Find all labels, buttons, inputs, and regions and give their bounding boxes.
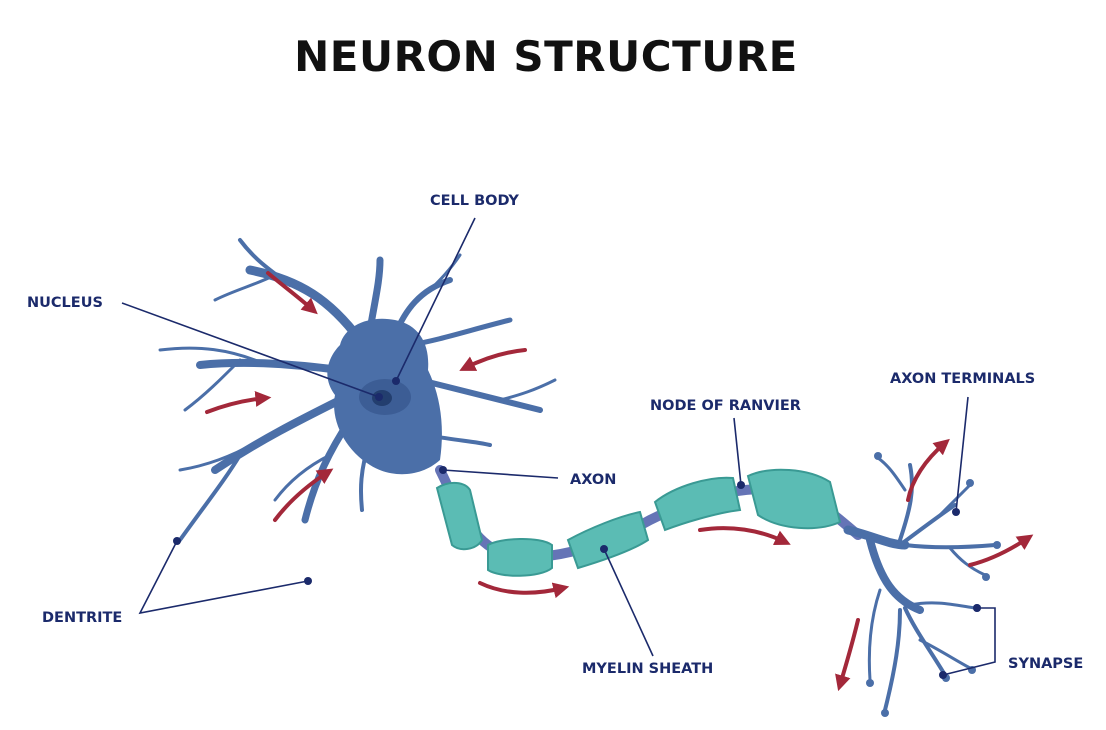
axon-terminals-branches (843, 456, 997, 712)
label-axon: AXON (570, 472, 616, 488)
dendrite-branch (213, 273, 277, 302)
myelin-segment (435, 482, 484, 551)
dendrite-branch (407, 317, 513, 348)
terminal-branch (898, 503, 957, 547)
terminal-branch (908, 601, 977, 610)
cell-body (327, 318, 442, 475)
dendrite-branch (238, 238, 292, 287)
terminal-branch (903, 543, 997, 550)
dendrite-branch (245, 265, 365, 345)
leader-nucleus (121, 302, 380, 398)
terminal-branch (883, 608, 902, 712)
label-axon-terminals: AXON TERMINALS (890, 371, 1035, 387)
signal-arrow (906, 438, 950, 502)
dendrite-branch (498, 378, 557, 402)
dendrite-branch (428, 253, 462, 292)
leader-synapse (942, 607, 996, 676)
label-cell-body: CELL BODY (430, 193, 519, 209)
leader-axon (442, 469, 559, 479)
signal-arrow (273, 468, 334, 522)
terminal-branch (918, 638, 972, 670)
signal-arrow (478, 581, 570, 599)
signal-arrow (459, 348, 527, 371)
leader-dentrite (138, 540, 309, 615)
label-nucleus: NUCLEUS (27, 295, 103, 311)
terminal-branch (898, 463, 914, 542)
terminal-branch (867, 588, 882, 682)
terminal-branch (938, 483, 972, 517)
leader-lines (121, 217, 996, 679)
leader-node-of-ranvier (733, 417, 742, 486)
leader-cell-body (395, 217, 476, 382)
signal-arrow (835, 618, 860, 692)
leader-axon-terminals (955, 396, 969, 513)
myelin-segment (487, 537, 553, 577)
page-title: NEURON STRUCTURE (294, 32, 798, 81)
label-myelin-sheath: MYELIN SHEATH (582, 661, 713, 677)
terminal-branch (876, 456, 907, 492)
dendrite-branch (178, 453, 242, 542)
signal-arrow (205, 390, 272, 414)
signal-arrows (205, 271, 1034, 692)
signal-arrow (968, 534, 1034, 567)
label-synapse: SYNAPSE (1008, 656, 1083, 672)
dendrite-branch (211, 396, 344, 474)
labels: CELL BODY NUCLEUS AXON NODE OF RANVIER A… (27, 193, 1083, 677)
myelin-segment (746, 468, 842, 530)
leader-myelin-sheath (603, 548, 654, 657)
label-node-of-ranvier: NODE OF RANVIER (650, 398, 801, 414)
myelin-sheath-segments (435, 468, 842, 577)
dendrite-branch (183, 358, 242, 412)
dendrite-branch (158, 346, 262, 364)
dendrite-branch (196, 358, 344, 374)
dendrite-branch (178, 438, 262, 472)
terminal-branch (866, 536, 924, 614)
signal-arrow (266, 271, 318, 315)
label-dentrite: DENTRITE (42, 610, 122, 626)
dendrite-branch (273, 453, 332, 502)
myelin-segment (566, 510, 650, 570)
terminal-branch (948, 546, 987, 577)
myelin-segment (653, 476, 742, 532)
signal-arrow (698, 526, 791, 546)
